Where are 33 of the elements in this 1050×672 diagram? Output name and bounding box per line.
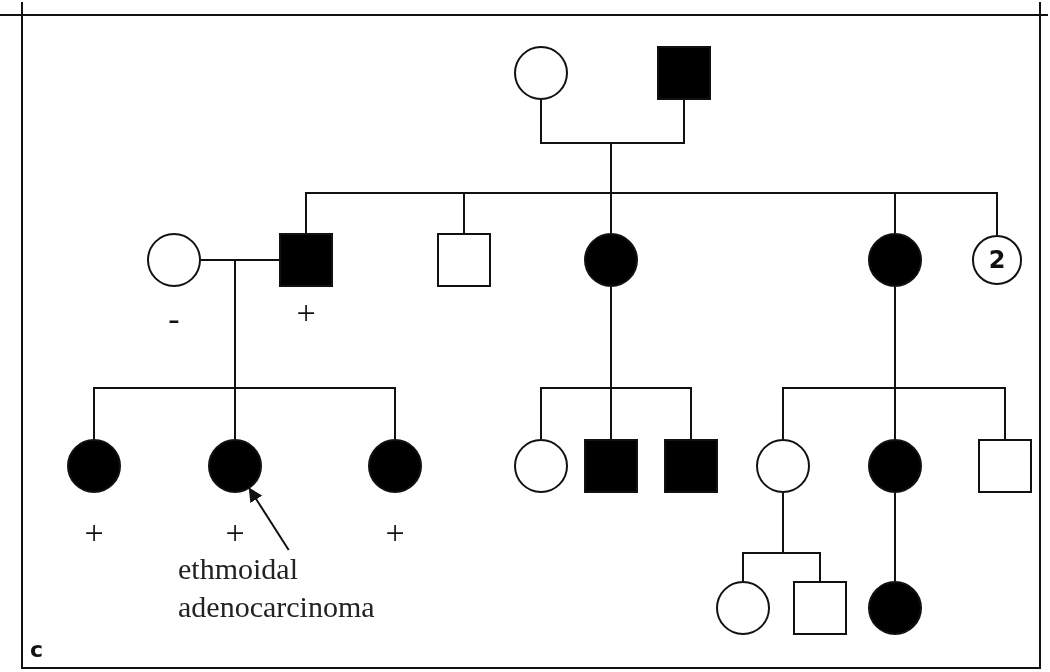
open-square-symbol [978, 439, 1032, 493]
filled-circle-symbol [208, 439, 262, 493]
open-circle-symbol [756, 439, 810, 493]
test-result-sign: + [296, 296, 316, 330]
filled-circle-symbol [67, 439, 121, 493]
filled-circle-symbol [868, 439, 922, 493]
sibling-count: 2 [988, 247, 1006, 273]
filled-square-symbol [657, 46, 711, 100]
open-square-symbol [793, 581, 847, 635]
open-square-symbol [437, 233, 491, 287]
filled-square-symbol [664, 439, 718, 493]
open-circle-symbol [716, 581, 770, 635]
test-result-sign: + [385, 516, 405, 550]
pedigree-line [894, 492, 896, 582]
pedigree-line [782, 492, 821, 582]
pedigree-line [610, 286, 692, 440]
filled-circle-symbol [868, 233, 922, 287]
leader-arrow [248, 487, 290, 551]
open-circle-symbol [514, 46, 568, 100]
test-result-sign: + [225, 516, 245, 550]
open-circle-symbol [972, 235, 1022, 285]
open-circle-symbol [514, 439, 568, 493]
filled-square-symbol [279, 233, 333, 287]
panel-letter: c [30, 638, 44, 662]
filled-square-symbol [584, 439, 638, 493]
filled-circle-symbol [368, 439, 422, 493]
annotation-text: ethmoidal adenocarcinoma [178, 550, 448, 626]
filled-circle-symbol [584, 233, 638, 287]
filled-circle-symbol [868, 581, 922, 635]
test-result-sign: + [84, 516, 104, 550]
open-circle-symbol [147, 233, 201, 287]
pedigree-line [894, 286, 1006, 440]
test-result-sign: - [168, 302, 180, 336]
